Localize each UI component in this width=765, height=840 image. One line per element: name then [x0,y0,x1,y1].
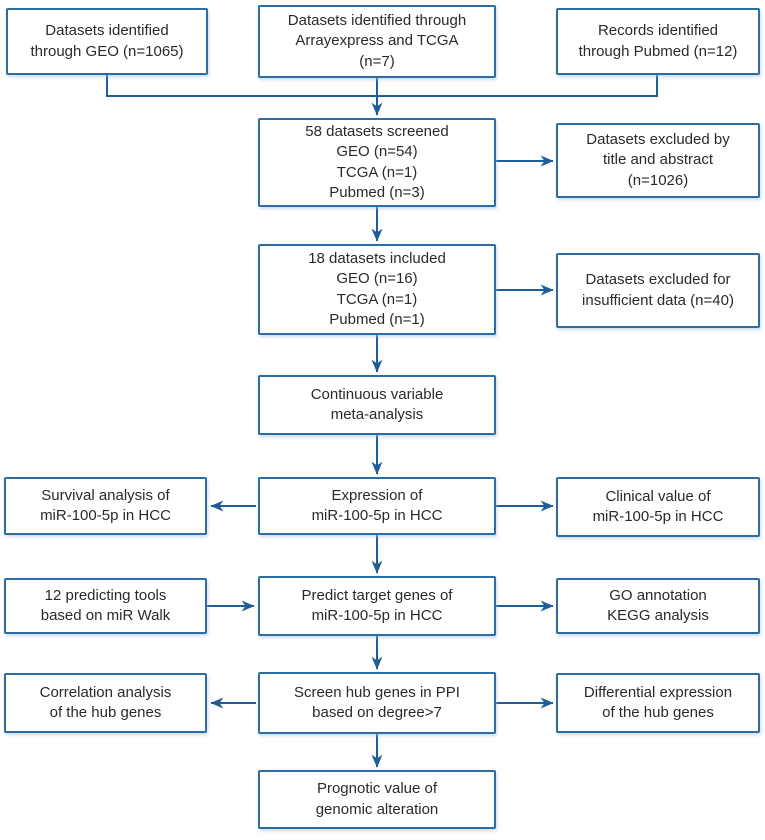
node-prognostic-value: Prognotic value of genomic alteration [258,770,496,829]
node-predicting-tools: 12 predicting tools based on miR Walk [4,578,207,634]
node-records-pubmed: Records identified through Pubmed (n=12) [556,8,760,75]
node-survival-analysis-label: Survival analysis of miR-100-5p in HCC [40,486,171,524]
node-screen-hub-genes: Screen hub genes in PPI based on degree>… [258,672,496,734]
node-go-kegg: GO annotation KEGG analysis [556,578,760,634]
node-datasets-screened-label: 58 datasets screened GEO (n=54) TCGA (n=… [305,123,449,201]
node-excluded-insufficient-data: Datasets excluded for insufficient data … [556,253,760,328]
node-survival-analysis: Survival analysis of miR-100-5p in HCC [4,477,207,535]
node-differential-expression: Differential expression of the hub genes [556,673,760,733]
node-datasets-arrayexpress-tcga-label: Datasets identified through Arrayexpress… [287,12,467,70]
node-datasets-included: 18 datasets included GEO (n=16) TCGA (n=… [258,244,496,335]
node-datasets-geo: Datasets identified through GEO (n=1065) [6,8,208,75]
node-clinical-value: Clinical value of miR-100-5p in HCC [556,477,760,537]
node-differential-expression-label: Differential expression of the hub genes [583,683,733,721]
node-meta-analysis-label: Continuous variable meta-analysis [310,385,444,423]
node-datasets-geo-label: Datasets identified through GEO (n=1065) [30,22,184,60]
node-datasets-arrayexpress-tcga: Datasets identified through Arrayexpress… [258,5,496,78]
node-predicting-tools-label: 12 predicting tools based on miR Walk [40,586,171,624]
node-predict-target-genes-label: Predict target genes of miR-100-5p in HC… [301,586,453,624]
node-meta-analysis: Continuous variable meta-analysis [258,375,496,435]
node-correlation-analysis-label: Correlation analysis of the hub genes [39,683,172,721]
node-datasets-screened: 58 datasets screened GEO (n=54) TCGA (n=… [258,118,496,207]
node-expression-label: Expression of miR-100-5p in HCC [311,486,443,524]
node-correlation-analysis: Correlation analysis of the hub genes [4,673,207,733]
node-excluded-insufficient-data-label: Datasets excluded for insufficient data … [582,271,734,309]
node-excluded-title-abstract: Datasets excluded by title and abstract … [556,123,760,198]
node-screen-hub-genes-label: Screen hub genes in PPI based on degree>… [294,683,460,721]
node-datasets-included-label: 18 datasets included GEO (n=16) TCGA (n=… [308,250,446,328]
node-expression: Expression of miR-100-5p in HCC [258,477,496,535]
node-go-kegg-label: GO annotation KEGG analysis [607,586,709,624]
node-records-pubmed-label: Records identified through Pubmed (n=12) [578,22,738,60]
node-clinical-value-label: Clinical value of miR-100-5p in HCC [592,487,724,525]
node-prognostic-value-label: Prognotic value of genomic alteration [315,780,439,818]
node-excluded-title-abstract-label: Datasets excluded by title and abstract … [586,131,730,189]
node-predict-target-genes: Predict target genes of miR-100-5p in HC… [258,576,496,636]
